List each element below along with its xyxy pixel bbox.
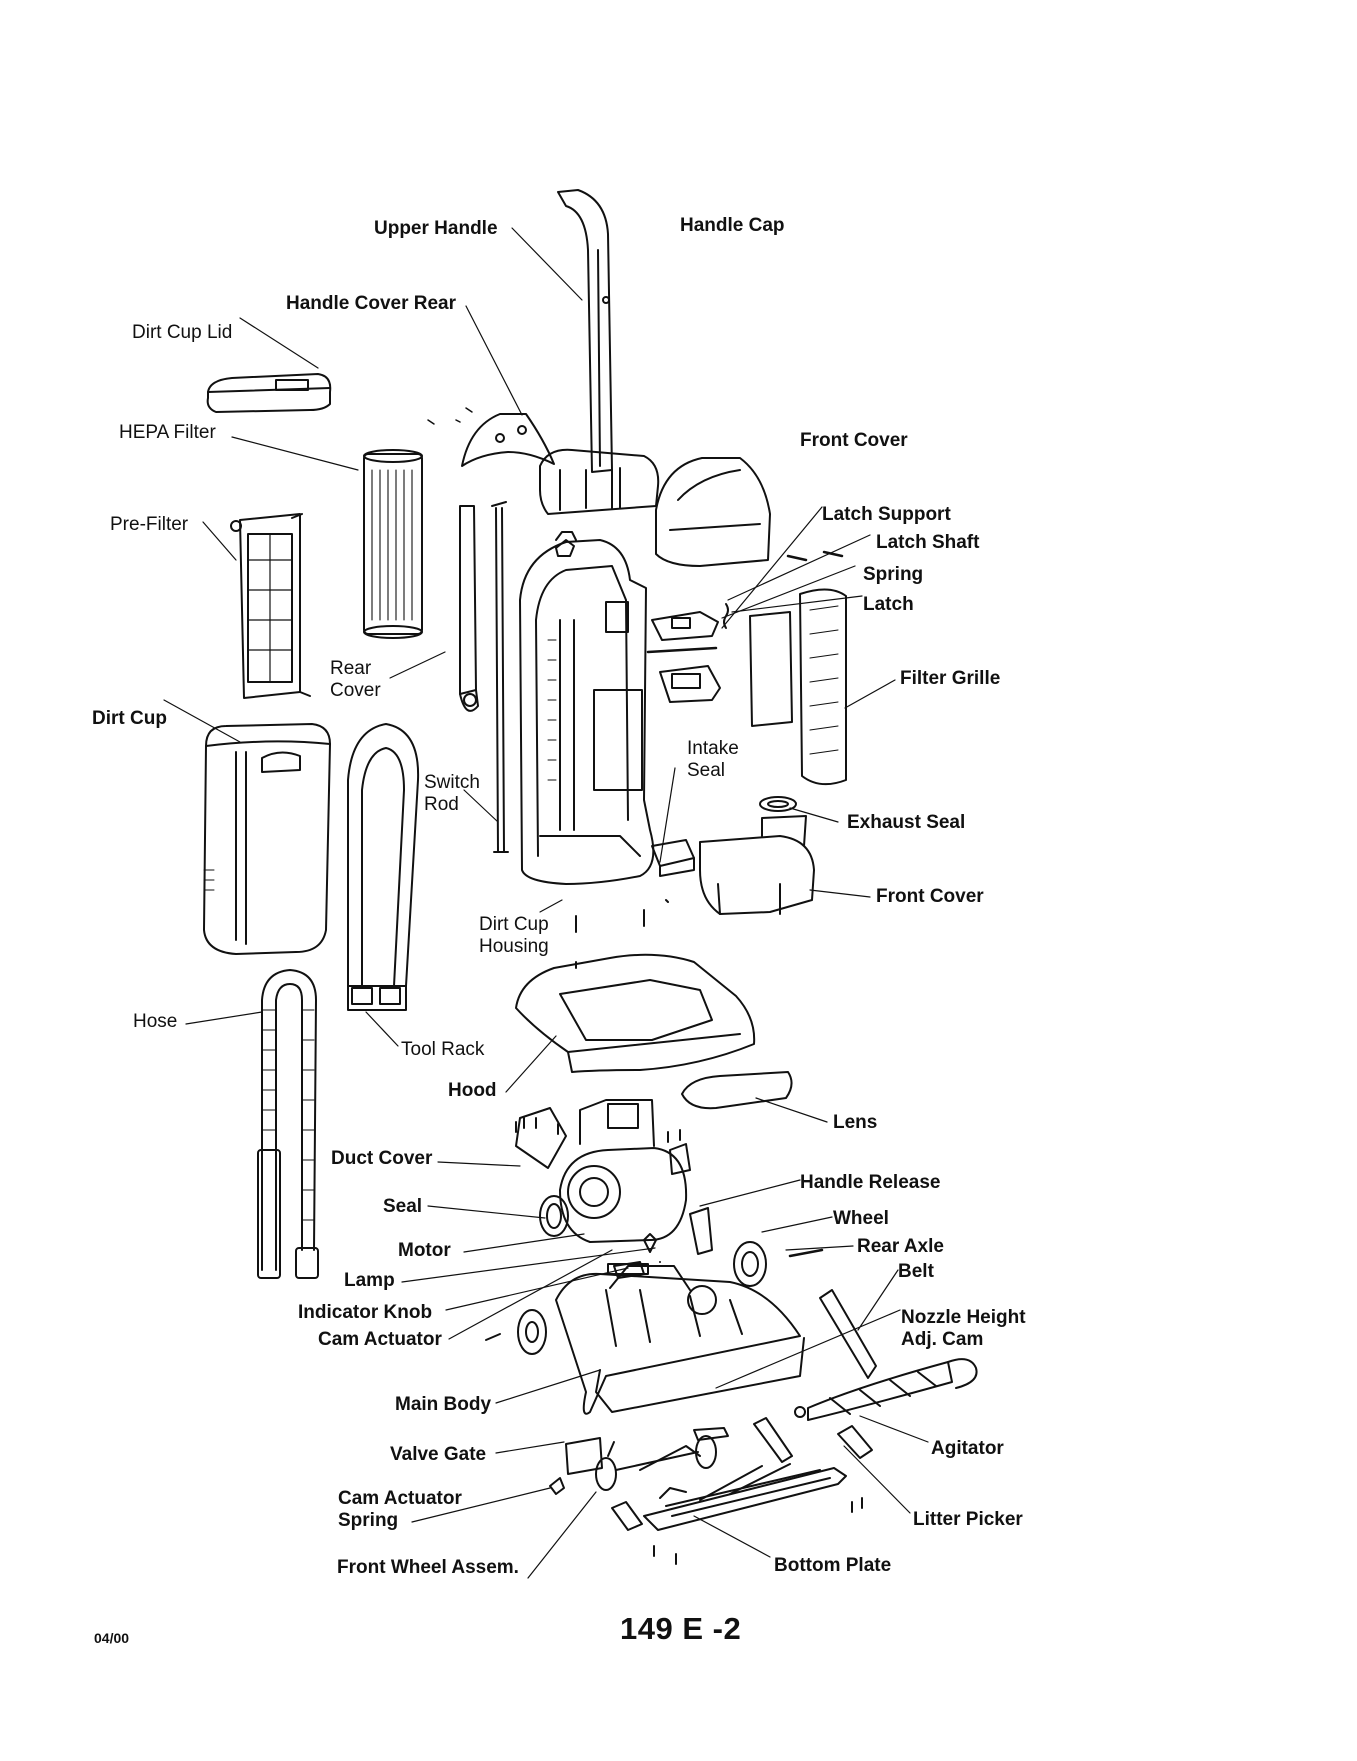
upper-handle-part (557, 189, 613, 509)
label-upper-handle: Upper Handle (374, 218, 498, 239)
label-hepa-filter: HEPA Filter (119, 422, 216, 443)
tool-rack-part (347, 723, 420, 1011)
label-front-wheel-assem: Front Wheel Assem. (337, 1557, 519, 1578)
agitator-channel-part (753, 1417, 793, 1463)
bottom-plate-part (643, 1463, 847, 1531)
label-litter-picker: Litter Picker (913, 1509, 1023, 1530)
lens-part (681, 1071, 793, 1110)
dirt-cup-housing-part (519, 531, 655, 885)
latch-support-part (651, 611, 719, 641)
pre-filter-part (230, 513, 311, 699)
label-intake-seal: Intake Seal (687, 738, 739, 781)
screws-top (427, 407, 473, 425)
page-number: 149 E -2 (620, 1611, 742, 1646)
label-belt: Belt (898, 1261, 934, 1282)
label-motor: Motor (398, 1240, 451, 1261)
lamp-part (643, 1233, 657, 1253)
label-tool-rack: Tool Rack (401, 1039, 485, 1060)
hepa-filter-part (363, 449, 423, 639)
label-latch-support: Latch Support (822, 504, 951, 525)
screws-middle (575, 899, 669, 969)
label-agitator: Agitator (931, 1438, 1004, 1459)
dirt-cup-lid-part (206, 373, 332, 413)
label-dirt-cup: Dirt Cup (92, 708, 167, 729)
label-rear-cover: Rear Cover (330, 658, 381, 701)
label-seal: Seal (383, 1196, 423, 1217)
rear-cover-part (459, 505, 479, 712)
exhaust-seal-part (759, 796, 797, 812)
nozzle-height-cam-part (693, 1427, 729, 1441)
filter-grille-part (799, 588, 847, 786)
agitator-part (794, 1358, 978, 1421)
label-cam-actuator: Cam Actuator (318, 1329, 442, 1350)
label-switch-rod: Switch Rod (424, 772, 480, 815)
front-cover-top-part (655, 457, 771, 567)
rear-wheel-part (733, 1241, 767, 1287)
cam-actuator-part (485, 1333, 501, 1341)
label-spring: Spring (863, 564, 924, 585)
label-lens: Lens (833, 1112, 878, 1133)
label-handle-release: Handle Release (800, 1172, 941, 1193)
motor-part (559, 1099, 688, 1243)
label-indicator-knob: Indicator Knob (298, 1302, 433, 1323)
latch-shaft-part (646, 550, 844, 654)
leader-lines (163, 227, 929, 1579)
handle-release-part (689, 1207, 713, 1255)
label-pre-filter: Pre-Filter (110, 514, 189, 535)
label-hose: Hose (133, 1011, 178, 1032)
cam-actuator-spring-part (549, 1477, 565, 1495)
side-strip-part (611, 1501, 643, 1531)
handle-cap-part (539, 448, 660, 515)
label-hood: Hood (448, 1080, 497, 1101)
main-body-part (555, 1263, 805, 1415)
label-nozzle-height-adj-cam: Nozzle Height Adj. Cam (901, 1307, 1026, 1350)
screws-bottom (653, 1261, 863, 1565)
label-latch-shaft: Latch Shaft (876, 532, 980, 553)
label-dirt-cup-lid: Dirt Cup Lid (132, 322, 233, 343)
bracket-part (669, 1143, 691, 1175)
filter-block-part (749, 611, 793, 727)
front-cover-lower-part (699, 815, 815, 915)
duct-cover-part (515, 1107, 567, 1169)
label-main-body: Main Body (395, 1394, 492, 1415)
label-duct-cover: Duct Cover (331, 1148, 433, 1169)
label-rear-axle: Rear Axle (857, 1236, 944, 1257)
litter-picker-part (837, 1425, 873, 1459)
label-lamp: Lamp (344, 1270, 395, 1291)
label-handle-cap: Handle Cap (680, 215, 785, 236)
hose-part (257, 969, 319, 1279)
label-front-cover-lower: Front Cover (876, 886, 984, 907)
spring-part (723, 603, 729, 629)
intake-seal-part (651, 839, 695, 877)
dirt-cup-part (203, 723, 331, 955)
revision-date: 04/00 (94, 1630, 130, 1646)
handle-cover-rear-part (461, 413, 555, 467)
label-valve-gate: Valve Gate (390, 1444, 487, 1465)
label-dirt-cup-housing: Dirt Cup Housing (479, 914, 549, 957)
small-clip-part (555, 539, 575, 557)
belt-part (819, 1289, 877, 1379)
switch-rod-part (491, 501, 509, 853)
latch-part (659, 665, 721, 703)
label-cam-actuator-spring: Cam Actuator Spring (338, 1488, 462, 1531)
label-handle-cover-rear: Handle Cover Rear (286, 293, 457, 314)
label-bottom-plate: Bottom Plate (774, 1555, 892, 1576)
valve-gate-part (565, 1437, 615, 1475)
label-latch: Latch (863, 594, 914, 615)
seal-motor-part (539, 1195, 569, 1237)
rear-axle-part (788, 1248, 824, 1258)
label-filter-grille: Filter Grille (900, 668, 1001, 689)
label-exhaust-seal: Exhaust Seal (847, 812, 966, 833)
hood-part (515, 953, 756, 1073)
label-front-cover-top: Front Cover (800, 430, 908, 451)
label-wheel: Wheel (833, 1208, 889, 1229)
front-wheel-assembly-part (595, 1435, 717, 1491)
left-wheel-part (517, 1309, 547, 1355)
indicator-knob-part (613, 1261, 645, 1279)
screws-motor (515, 1117, 681, 1143)
